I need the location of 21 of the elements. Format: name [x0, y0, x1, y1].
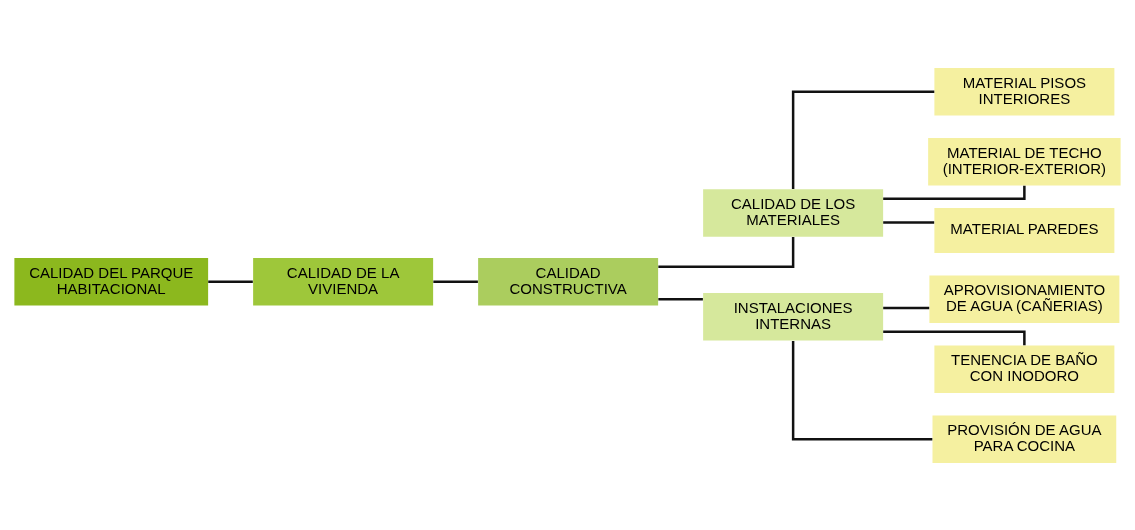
- node-box: MATERIAL PAREDES: [934, 207, 1115, 253]
- node-box: MATERIAL PISOS INTERIORES: [934, 67, 1115, 115]
- connector: [883, 185, 1026, 200]
- node-box: TENENCIA DE BAÑO CON INODORO: [934, 345, 1115, 393]
- connector: [208, 280, 253, 283]
- node-box: INSTALACIONES INTERNAS: [703, 292, 884, 340]
- connector: [883, 220, 935, 224]
- connector: [658, 297, 703, 300]
- node-box: CALIDAD DE LA VIVIENDA: [253, 257, 434, 305]
- connector: [658, 236, 795, 268]
- node-box: PROVISIÓN DE AGUA PARA COCINA: [932, 415, 1117, 463]
- node-box: CALIDAD DEL PARQUE HABITACIONAL: [14, 257, 209, 305]
- node-box: MATERIAL DE TECHO (INTERIOR-EXTERIOR): [928, 137, 1121, 185]
- node-box: CALIDAD CONSTRUCTIVA: [478, 257, 659, 305]
- connector: [433, 280, 478, 283]
- connector: [791, 340, 933, 440]
- connector: [883, 306, 930, 309]
- connector: [883, 330, 1026, 345]
- node-box: CALIDAD DE LOS MATERIALES: [703, 188, 884, 237]
- node-box: APROVISIONAMIENTO DE AGUA (CAÑERIAS): [929, 275, 1120, 323]
- connector: [791, 90, 935, 189]
